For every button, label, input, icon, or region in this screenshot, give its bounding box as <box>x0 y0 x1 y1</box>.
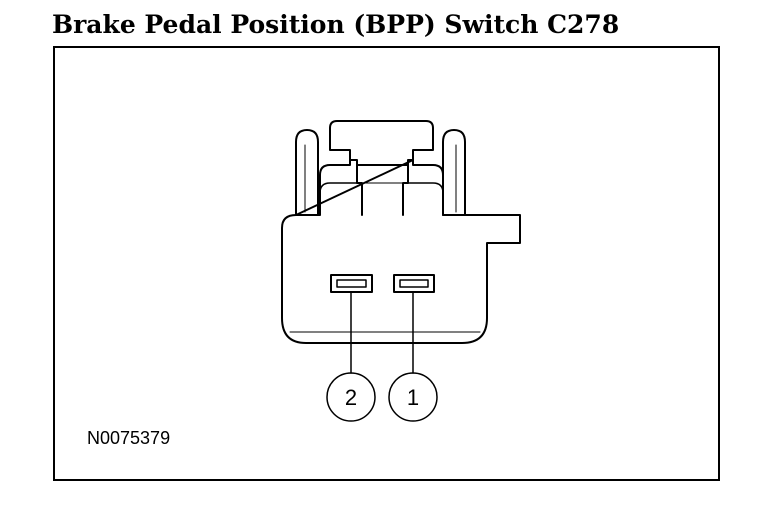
pin-2-number: 2 <box>345 385 357 410</box>
left-latch-arm <box>295 129 319 216</box>
lock-tab <box>329 120 434 166</box>
right-latch-arm <box>442 129 466 216</box>
pin-1-callout <box>388 372 438 422</box>
diagram-title: Brake Pedal Position (BPP) Switch C278 <box>52 10 620 39</box>
pin-2-callout <box>326 372 376 422</box>
pin-1-number: 1 <box>407 385 419 410</box>
figure-id: N0075379 <box>87 428 171 448</box>
connector-body <box>281 159 521 344</box>
pin-cavity-1 <box>393 274 435 293</box>
diagram-frame <box>53 46 720 481</box>
